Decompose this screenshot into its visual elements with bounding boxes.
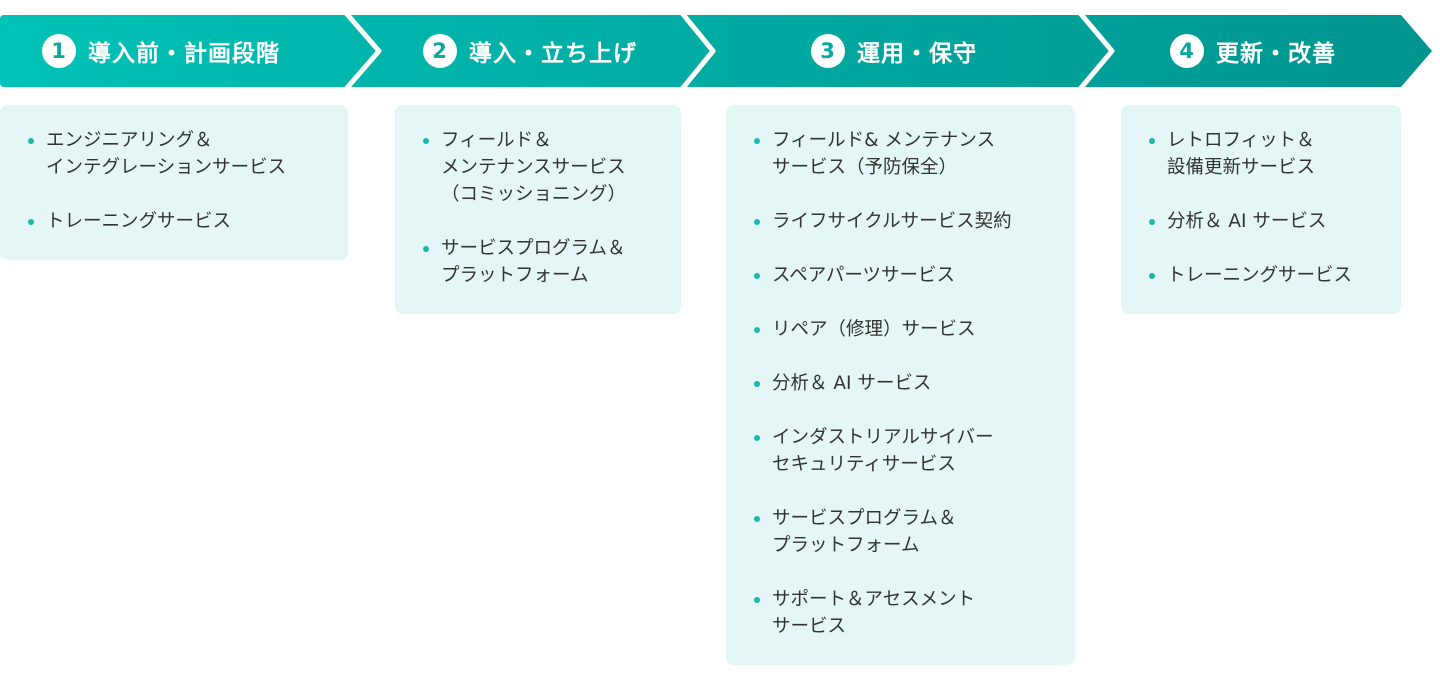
list-item: レトロフィット＆ 設備更新サービス — [1147, 127, 1381, 181]
stage-1-services-card: エンジニアリング＆ インテグレーションサービス トレーニングサービス — [0, 105, 348, 260]
stage-3-header: 3 運用・保守 — [811, 15, 977, 87]
list-item: サポート＆アセスメント サービス — [752, 586, 1055, 640]
stage-3-services-card: フィールド& メンテナンス サービス（予防保全） ライフサイクルサービス契約 ス… — [726, 105, 1075, 665]
stage-title: 運用・保守 — [857, 41, 977, 67]
stage-1-header: 1 導入前・計画段階 — [42, 15, 280, 87]
stage-title: 導入前・計画段階 — [88, 41, 280, 67]
list-item: トレーニングサービス — [26, 208, 328, 235]
list-item: サービスプログラム＆ プラットフォーム — [421, 235, 661, 289]
stage-4-services-card: レトロフィット＆ 設備更新サービス 分析＆ AI サービス トレーニングサービス — [1121, 105, 1401, 314]
stage-title: 導入・立ち上げ — [469, 41, 637, 67]
list-item: エンジニアリング＆ インテグレーションサービス — [26, 127, 328, 181]
step-number-badge: 2 — [423, 34, 457, 68]
list-item: ライフサイクルサービス契約 — [752, 208, 1055, 235]
step-number-badge: 3 — [811, 34, 845, 68]
stage-chevron-band — [0, 15, 1432, 87]
list-item: 分析＆ AI サービス — [1147, 208, 1381, 235]
stage-title: 更新・改善 — [1216, 41, 1336, 67]
step-number-badge: 4 — [1170, 34, 1204, 68]
list-item: トレーニングサービス — [1147, 262, 1381, 289]
list-item: スペアパーツサービス — [752, 262, 1055, 289]
stage-2-header: 2 導入・立ち上げ — [423, 15, 637, 87]
list-item: インダストリアルサイバー セキュリティサービス — [752, 424, 1055, 478]
list-item: サービスプログラム＆ プラットフォーム — [752, 505, 1055, 559]
stage-4-header: 4 更新・改善 — [1170, 15, 1336, 87]
list-item: フィールド＆ メンテナンスサービス （コミッショニング） — [421, 127, 661, 208]
list-item: リペア（修理）サービス — [752, 316, 1055, 343]
list-item: フィールド& メンテナンス サービス（予防保全） — [752, 127, 1055, 181]
stage-2-services-card: フィールド＆ メンテナンスサービス （コミッショニング） サービスプログラム＆ … — [395, 105, 681, 314]
list-item: 分析＆ AI サービス — [752, 370, 1055, 397]
step-number-badge: 1 — [42, 34, 76, 68]
